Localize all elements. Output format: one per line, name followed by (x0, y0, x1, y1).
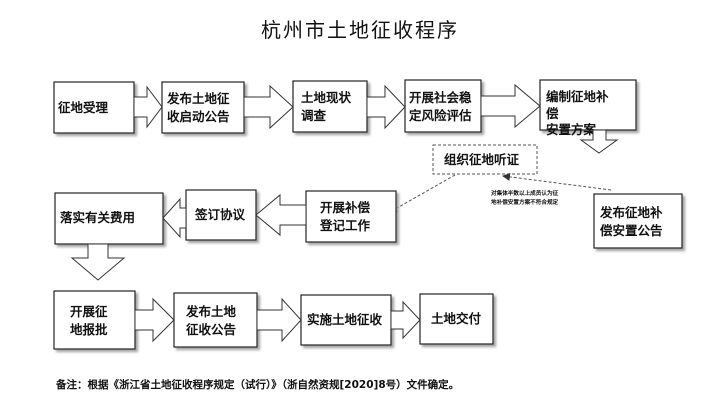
step-box-start-notice (161, 81, 245, 134)
step-label-approval-line2: 地报批 (70, 322, 108, 337)
step-box-implementation (300, 294, 392, 346)
step-label-survey-line2: 调查 (301, 108, 327, 123)
step-label-risk-assessment-line2: 定风险评估 (408, 108, 472, 123)
block-arrow-right-5 (134, 297, 175, 343)
step-label-compensation-notice-line2: 偿安置公告 (600, 223, 663, 238)
step-label-registration-line2: 登记工作 (319, 218, 371, 233)
block-arrow-right-2 (243, 84, 294, 130)
hearing-condition-line2: 地补偿安置方案不符合规定 (491, 198, 559, 206)
step-label-implementation: 实施土地征收 (307, 312, 383, 327)
step-label-compensation-plan-line2: 偿 (546, 106, 559, 121)
block-arrow-down-plan (579, 129, 619, 154)
step-box-expropriation-notice (173, 292, 258, 348)
step-box-risk-assessment (404, 79, 482, 133)
step-label-compensation-plan-line3: 安置方案 (546, 122, 597, 137)
block-arrow-left-2 (162, 197, 187, 239)
step-label-hearing: 组织征地听证 (444, 152, 520, 167)
step-label-expropriation-notice-line1: 发布土地 (185, 304, 237, 319)
block-arrow-right-3 (366, 84, 406, 130)
footnote: 备注：根据《浙江省土地征收程序规定（试行）》（浙自然资规[2020]8号）文件确… (55, 378, 459, 391)
step-box-registration (305, 190, 397, 243)
step-label-approval-line1: 开展征 (70, 304, 108, 319)
step-label-start-notice-line2: 收启动公告 (167, 109, 230, 124)
step-label-start-notice-line1: 发布土地征 (166, 91, 230, 106)
block-arrow-right-1 (133, 85, 163, 129)
step-box-compensation-notice (593, 193, 683, 249)
step-label-risk-assessment-line1: 开展社会稳 (409, 90, 472, 105)
step-box-approval (53, 290, 136, 350)
step-box-acceptance (53, 81, 135, 134)
block-arrow-right-7 (390, 300, 421, 340)
step-label-compensation-notice-line1: 发布征地补 (599, 205, 663, 220)
block-arrow-left-1 (255, 193, 307, 237)
dashed-connector-hearing-to-registration (389, 174, 456, 213)
step-label-survey-line1: 土地现状 (301, 90, 352, 105)
step-label-registration-line1: 开展补偿 (320, 200, 371, 215)
step-box-survey (292, 80, 368, 133)
hearing-condition-line1: 对集体半数以上成员认为征 (491, 189, 559, 197)
step-label-agreement: 签订协议 (194, 207, 246, 222)
block-arrow-right-4 (480, 83, 541, 129)
dashed-connector-notice-to-hearing (502, 172, 612, 191)
step-box-compensation-plan (539, 79, 637, 131)
step-label-expropriation-notice-line2: 征收公告 (186, 322, 237, 337)
step-label-compensation-plan-line1: 编制征地补 (546, 89, 609, 104)
step-label-acceptance: 征地受理 (58, 100, 109, 115)
step-label-fees: 落实有关费用 (60, 210, 135, 225)
block-arrow-down-fees (70, 243, 126, 281)
step-label-delivery: 土地交付 (431, 311, 482, 326)
step-box-hearing (432, 144, 538, 175)
page-title: 杭州市土地征收程序 (261, 18, 459, 42)
block-arrow-right-6 (256, 297, 302, 343)
step-box-delivery (419, 293, 494, 345)
